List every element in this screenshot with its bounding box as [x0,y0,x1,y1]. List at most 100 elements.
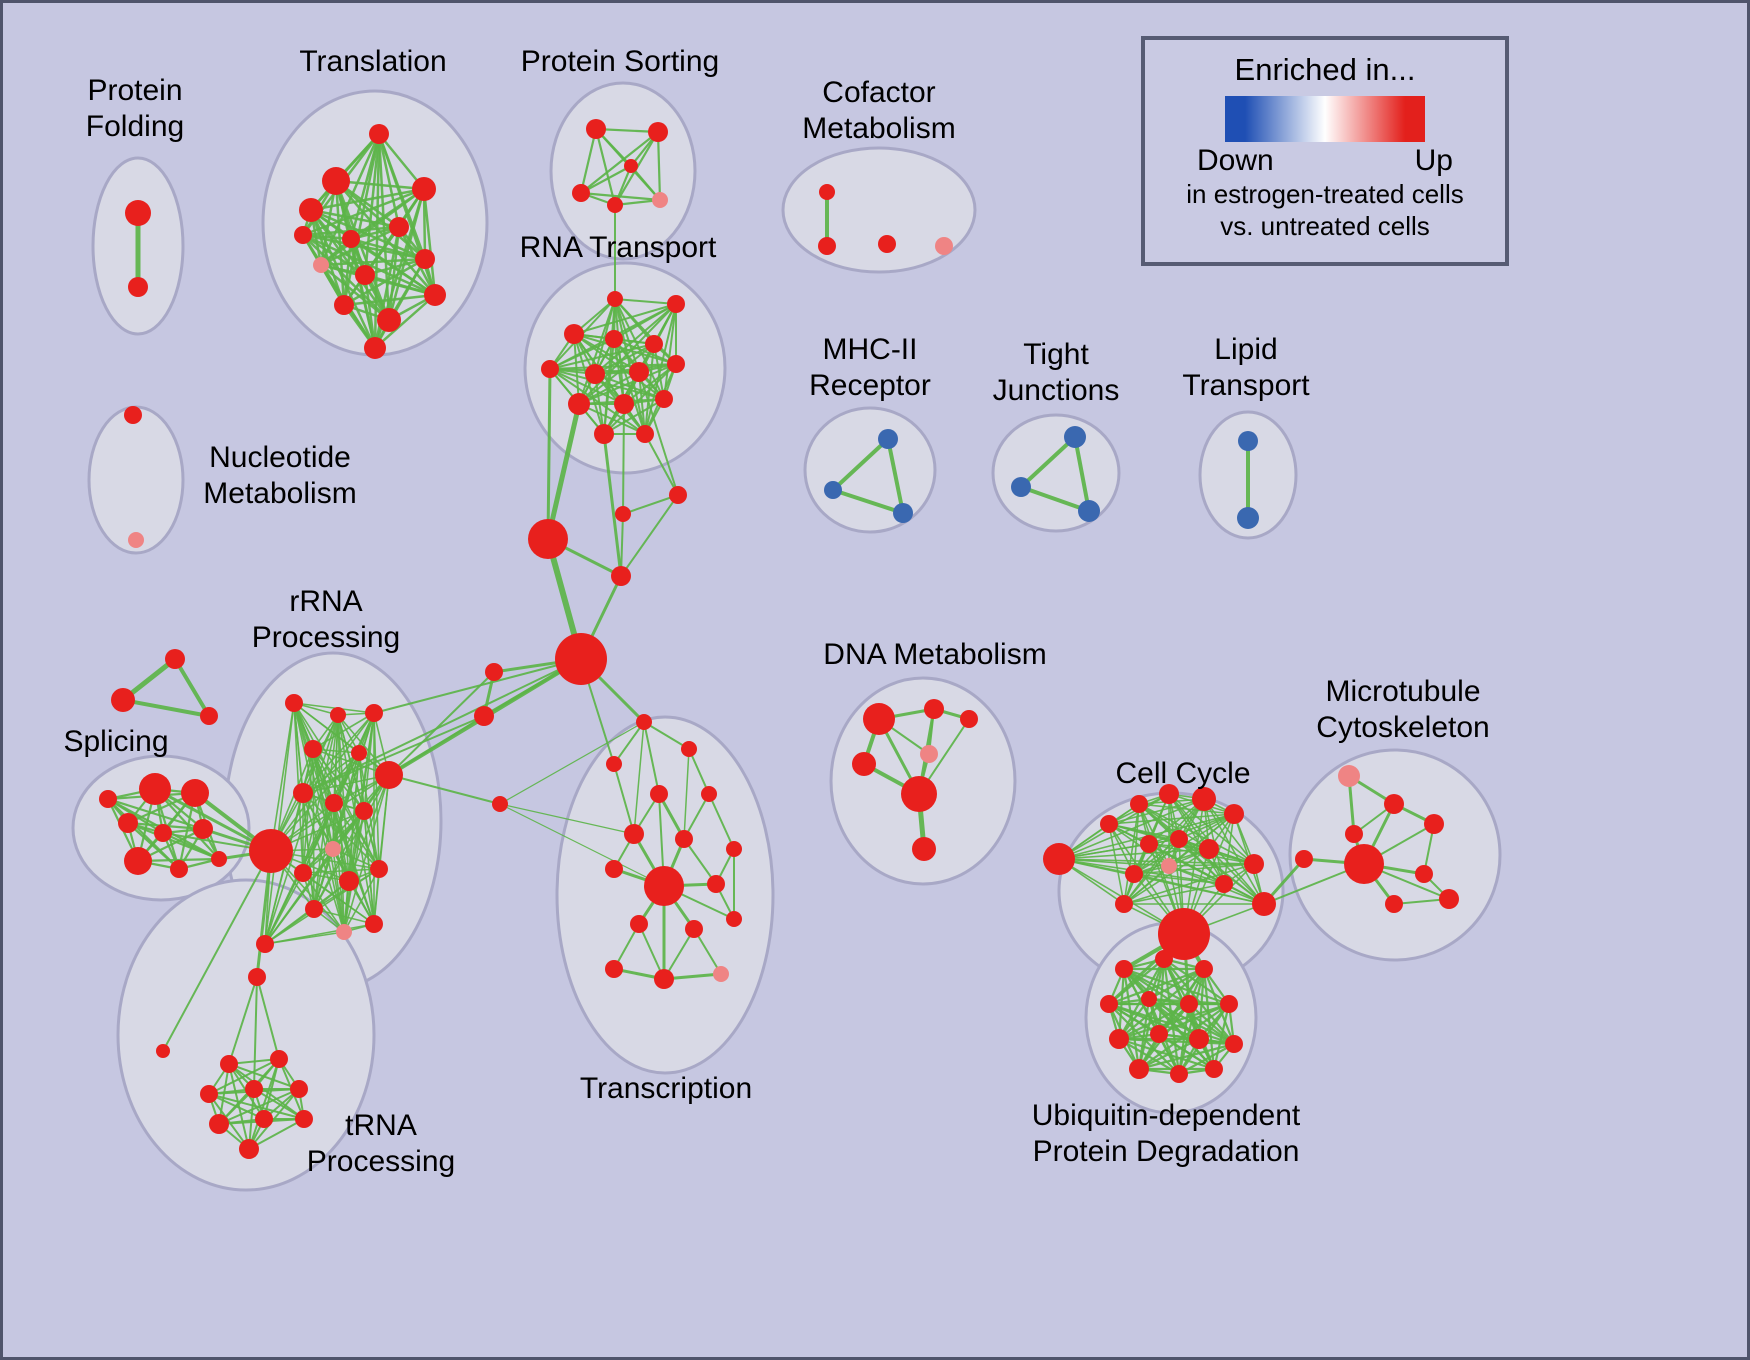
gene-set-node-21 [624,159,638,173]
gene-set-node-79 [355,802,373,820]
gene-set-node-66 [124,847,152,875]
edge [1168,863,1255,867]
gene-set-node-32 [614,394,634,414]
edge [1117,1002,1231,1041]
edge [264,923,375,945]
gene-set-node-98 [239,1139,259,1159]
gene-set-node-86 [256,935,274,953]
gene-set-node-59 [111,688,135,712]
gene-set-node-76 [375,761,403,789]
edge [545,401,582,542]
edge [603,363,677,435]
cluster-label-cell-cycle: Cell Cycle [1115,757,1250,790]
edge [1157,1032,1216,1071]
gene-set-node-136 [1115,895,1133,913]
gene-set-node-74 [304,740,322,758]
edge [208,1093,305,1120]
edge [388,715,485,776]
gene-set-node-118 [960,710,978,728]
edge [1212,1002,1231,1071]
edge [301,233,367,277]
edge [301,233,377,350]
edge [302,658,582,794]
edge [363,273,377,350]
edge [1073,435,1091,513]
cluster-ellipse-tight-junctions [991,413,1121,533]
edge [313,908,375,925]
gene-set-node-124 [1100,815,1118,833]
edge [1137,1037,1201,1071]
edge [319,263,391,322]
edge [1168,793,1225,885]
gene-set-node-63 [118,813,138,833]
gene-set-node-119 [852,752,876,776]
gene-set-node-72 [330,707,346,723]
cluster-label-dna-metabolism: DNA Metabolism [823,638,1046,671]
edge [579,130,660,195]
gene-set-node-30 [667,355,685,373]
edge [302,752,360,794]
gene-set-node-123 [1043,843,1075,875]
gene-set-node-49 [128,532,144,548]
legend-gradient-bar [1225,96,1425,142]
gene-set-node-56 [474,706,494,726]
edge [343,774,390,933]
gene-set-node-139 [1338,765,1360,787]
gene-set-node-67 [170,860,188,878]
edge [708,793,735,850]
gene-set-node-105 [675,830,693,848]
gene-set-node-38 [878,235,896,253]
edge [363,273,437,297]
gene-set-node-37 [818,237,836,255]
gene-set-node-5 [412,177,436,201]
edge [1148,813,1235,845]
gene-set-node-125 [1130,795,1148,813]
edge [373,658,582,714]
edge [1137,997,1151,1071]
edge [499,803,665,887]
gene-set-node-40 [878,429,898,449]
edge [1178,813,1235,840]
edge [1137,957,1166,1071]
gene-set-node-23 [667,295,685,313]
gene-set-node-9 [355,265,375,285]
gene-set-node-147 [1385,895,1403,913]
gene-set-node-84 [305,900,323,918]
gene-set-node-54 [555,633,607,685]
gene-set-node-89 [248,968,266,986]
gene-set-node-106 [726,841,742,857]
gene-set-node-47 [1237,507,1259,529]
edge [319,257,427,267]
edge [363,810,375,925]
gene-set-node-6 [342,230,360,248]
gene-set-node-160 [1170,1065,1188,1083]
gene-set-node-90 [220,1055,238,1073]
gene-set-node-15 [364,337,386,359]
edge [334,179,426,191]
gene-set-node-41 [824,481,842,499]
gene-set-node-83 [370,860,388,878]
edge [388,774,501,805]
gene-set-node-108 [644,866,684,906]
legend-caption-line2: vs. untreated cells [1220,210,1430,241]
cluster-ellipse-microtubule-cytoskeleton [1288,748,1502,962]
edge [270,702,295,852]
edge [683,838,717,885]
cluster-label-translation: Translation [299,45,446,78]
edge [264,702,295,945]
gene-set-node-16 [586,119,606,139]
edge [373,293,437,350]
cluster-label-splicing: Splicing [63,725,168,758]
edge [1137,1042,1236,1071]
edge [643,721,690,750]
edge [248,1118,305,1150]
edge [1019,435,1077,489]
gene-set-node-143 [1295,850,1313,868]
edge [1157,1002,1231,1036]
gene-set-node-148 [1115,960,1133,978]
edge [253,976,258,1090]
gene-set-node-93 [245,1080,263,1098]
gene-set-node-73 [365,704,383,722]
gene-set-node-121 [901,776,937,812]
